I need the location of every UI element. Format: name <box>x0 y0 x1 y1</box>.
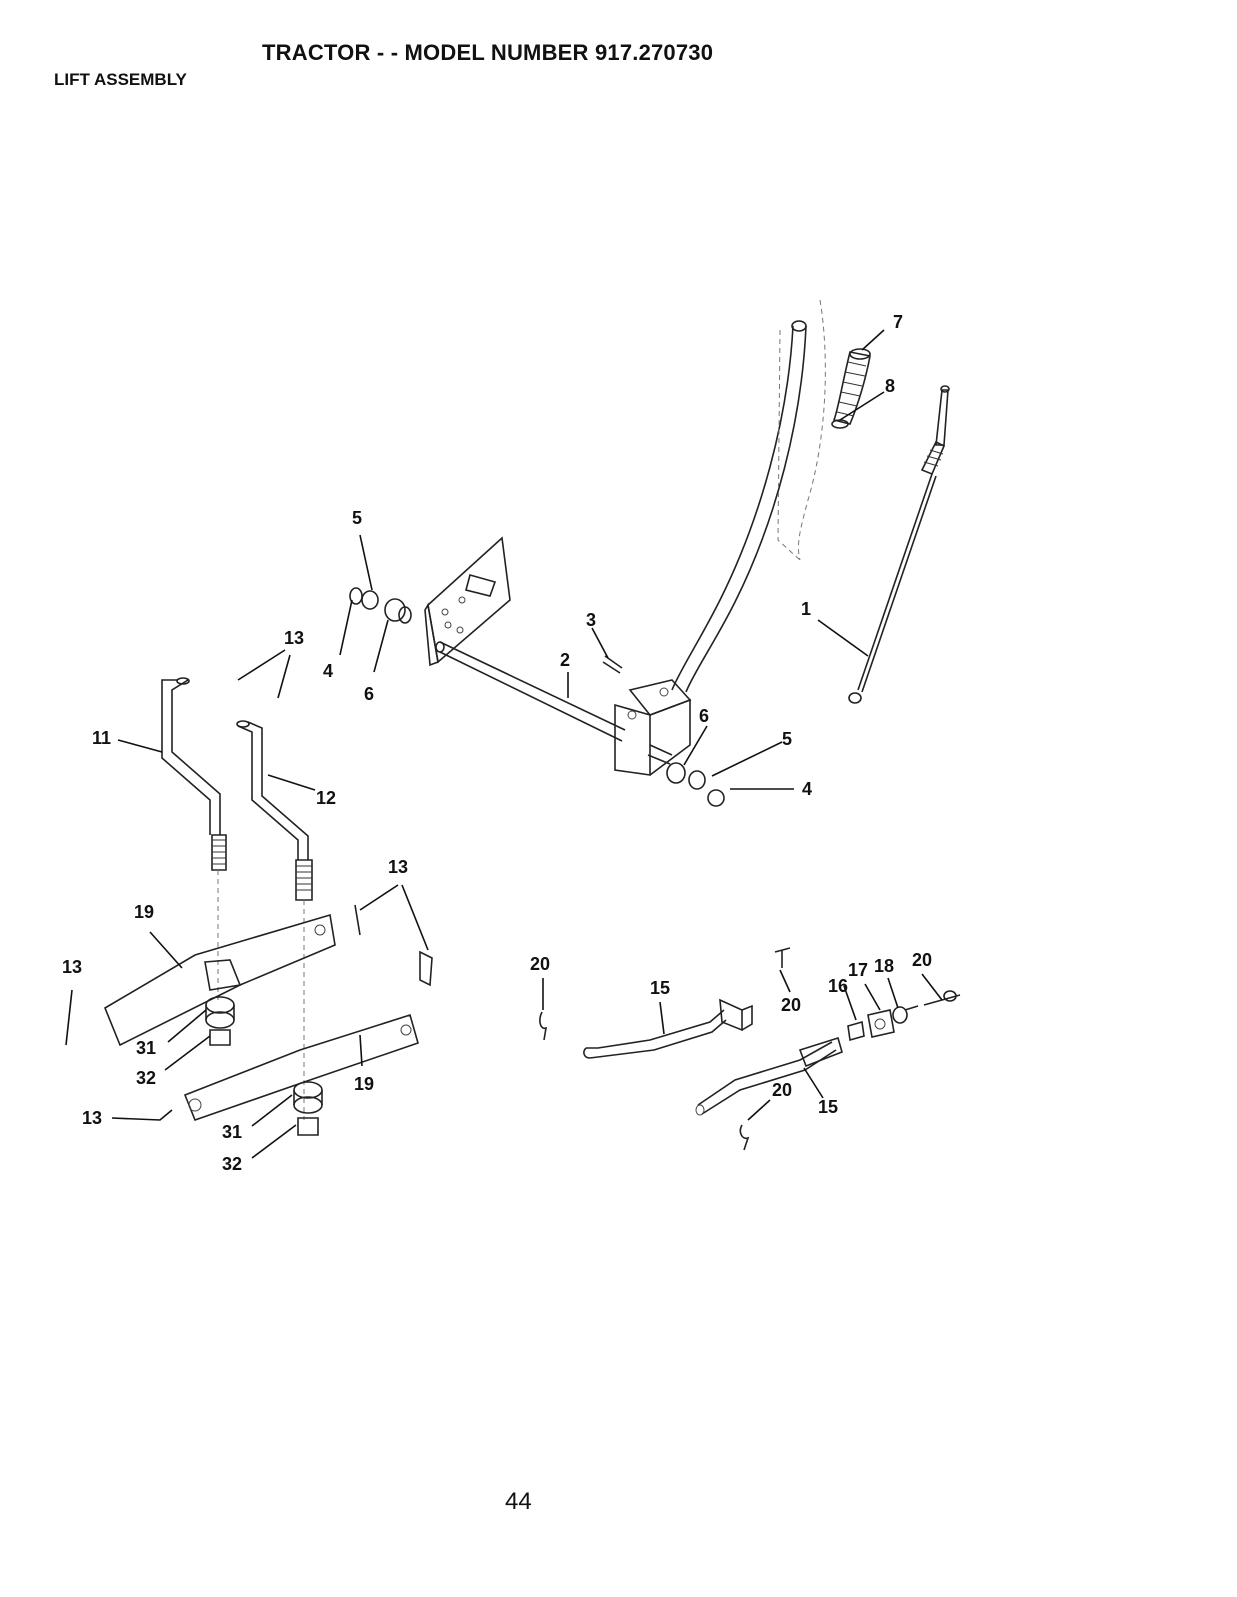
callout-6: 6 <box>699 706 709 726</box>
callout-7: 7 <box>893 312 903 332</box>
callout-13: 13 <box>82 1108 102 1128</box>
lift-arm-lower <box>185 952 432 1120</box>
callout-4: 4 <box>323 661 333 681</box>
callout-20: 20 <box>772 1080 792 1100</box>
callout-16: 16 <box>828 976 848 996</box>
callout-19: 19 <box>354 1074 374 1094</box>
height-adjust-rod <box>849 386 949 703</box>
pin <box>603 656 622 673</box>
callout-6: 6 <box>364 684 374 704</box>
callout-15: 15 <box>650 978 670 998</box>
right-hardware <box>667 763 724 806</box>
mounting-plate <box>425 538 510 665</box>
lift-handle-lever <box>615 321 806 775</box>
callout-11: 11 <box>92 728 111 748</box>
callout-5: 5 <box>782 729 792 749</box>
callout-13: 13 <box>284 628 304 648</box>
cross-shaft <box>436 642 672 764</box>
lever-ghost-outline <box>778 300 825 560</box>
trunnion-upper <box>206 997 234 1045</box>
callout-13: 13 <box>388 857 408 877</box>
callout-20: 20 <box>530 954 550 974</box>
callout-15: 15 <box>818 1097 838 1117</box>
link-centerlines <box>218 870 304 1120</box>
callout-4: 4 <box>802 779 812 799</box>
callout-labels: 7 8 5 1 13 3 2 4 6 6 5 11 12 4 13 19 13 … <box>62 312 932 1174</box>
callout-31: 31 <box>222 1122 242 1142</box>
clip-left <box>540 1012 546 1040</box>
trunnion-lower <box>294 1082 322 1135</box>
callout-1: 1 <box>801 599 811 619</box>
callout-13: 13 <box>62 957 82 977</box>
adjuster-block <box>848 991 960 1040</box>
callout-12: 12 <box>316 788 336 808</box>
callout-31: 31 <box>136 1038 156 1058</box>
callout-32: 32 <box>136 1068 156 1088</box>
callout-18: 18 <box>874 956 894 976</box>
lift-link-right <box>237 721 312 900</box>
callout-2: 2 <box>560 650 570 670</box>
lift-link-left <box>162 678 226 870</box>
callout-8: 8 <box>885 376 895 396</box>
left-hardware <box>350 588 411 623</box>
drawbar-upper <box>584 1000 752 1058</box>
callout-32: 32 <box>222 1154 242 1174</box>
callout-19: 19 <box>134 902 154 922</box>
handle-grip <box>832 349 870 428</box>
leader-lines <box>66 330 942 1158</box>
callout-5: 5 <box>352 508 362 528</box>
callout-17: 17 <box>848 960 868 980</box>
callout-20: 20 <box>912 950 932 970</box>
callout-3: 3 <box>586 610 596 630</box>
callout-20: 20 <box>781 995 801 1015</box>
